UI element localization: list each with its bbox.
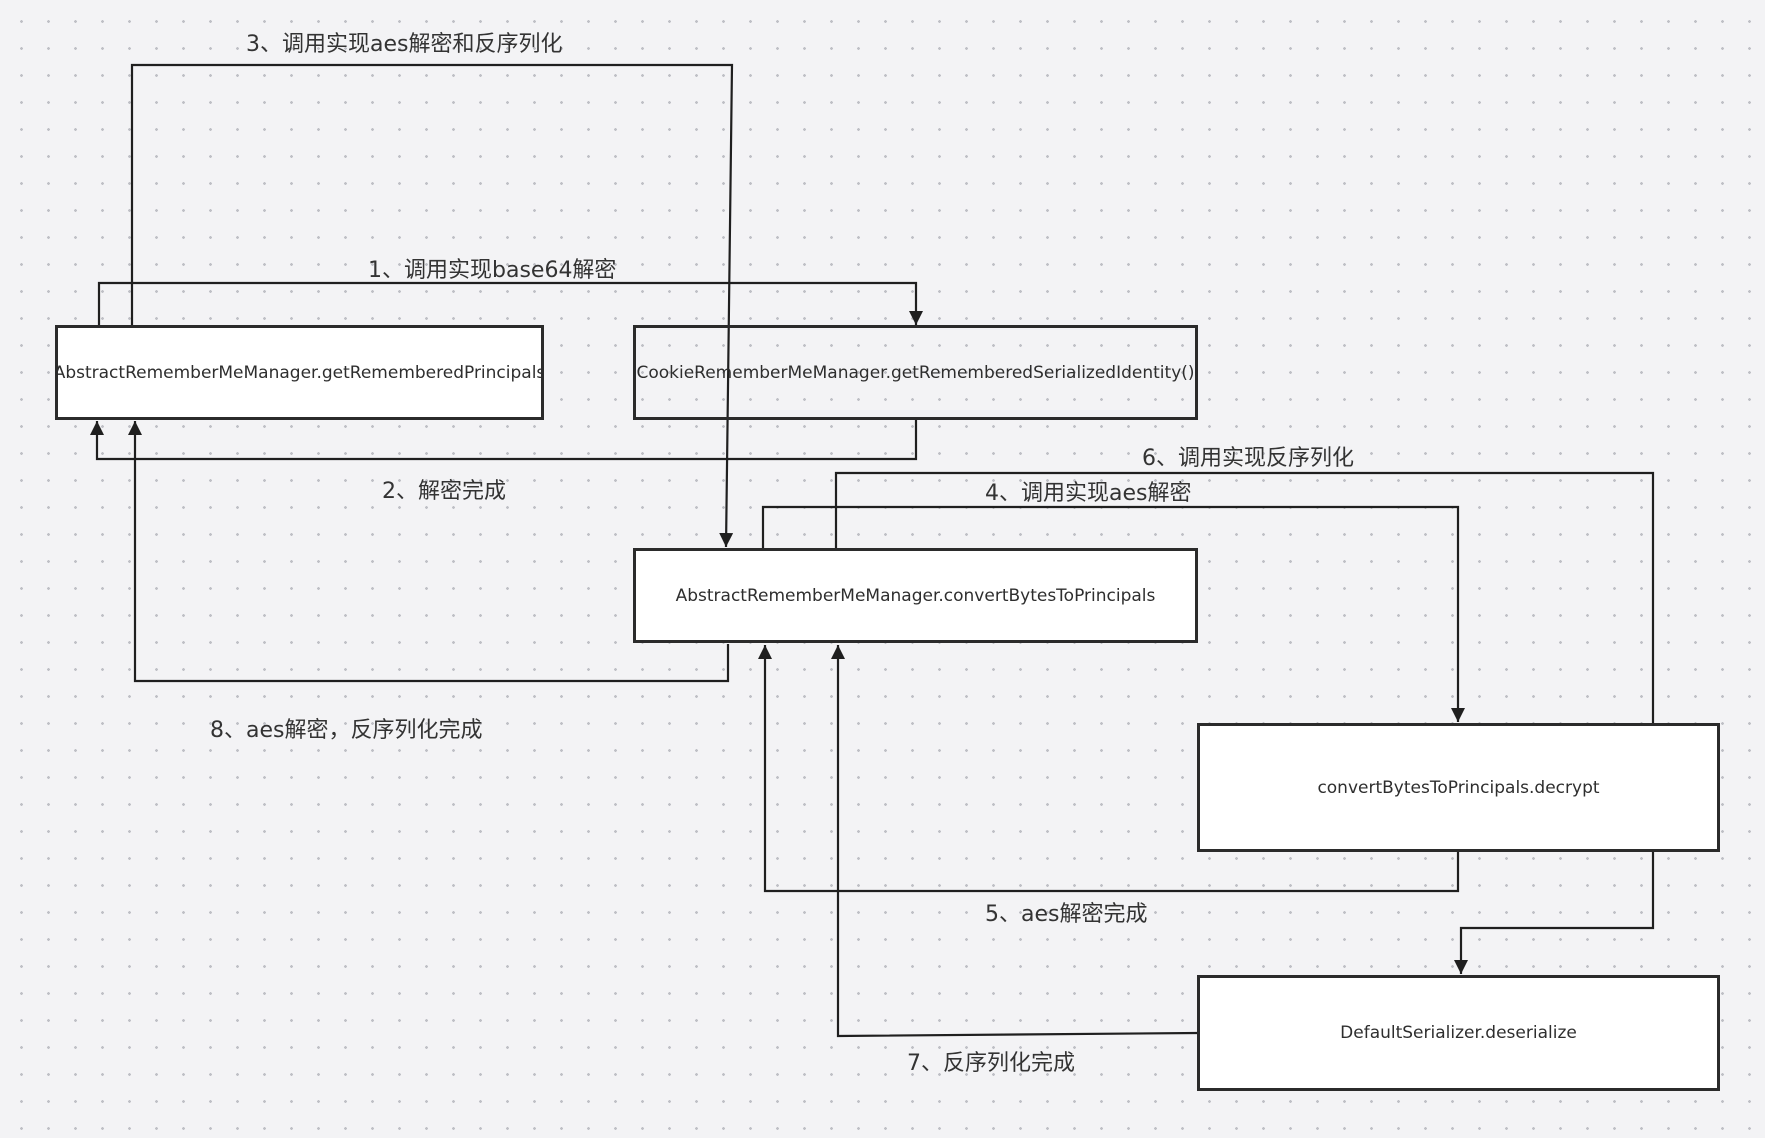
edge-step8-connector	[128, 421, 730, 683]
edge-step6-label: 6、调用实现反序列化	[1142, 446, 1354, 471]
edge-step8-label: 8、aes解密，反序列化完成	[210, 718, 483, 743]
edge-step3-label: 3、调用实现aes解密和反序列化	[246, 32, 563, 57]
node-decrypt: convertBytesToPrincipals.decrypt	[1197, 723, 1720, 852]
node-cookie-serialized-identity: CookieRememberMeManager.getRememberedSer…	[633, 325, 1198, 420]
edge-step3-connector	[130, 63, 734, 548]
edge-step4-label: 4、调用实现aes解密	[985, 481, 1192, 506]
node-decrypt-label: convertBytesToPrincipals.decrypt	[1317, 777, 1600, 798]
edge-step4-connector	[761, 505, 1465, 722]
edge-step1-connector	[97, 281, 923, 326]
edge-step7-connector	[831, 645, 1199, 1038]
edge-step1-label: 1、调用实现base64解密	[368, 258, 617, 283]
edge-step5-connector	[758, 645, 1460, 893]
node-cookie-serialized-identity-label: CookieRememberMeManager.getRememberedSer…	[636, 362, 1195, 383]
edge-step7-label: 7、反序列化完成	[907, 1051, 1075, 1076]
node-convert-bytes-to-principals-label: AbstractRememberMeManager.convertBytesTo…	[675, 585, 1156, 606]
edge-step2-connector	[90, 420, 918, 461]
edge-step6-connector	[834, 471, 1655, 974]
edge-step5-label: 5、aes解密完成	[985, 902, 1148, 927]
node-get-remembered-principals-label: AbstractRememberMeManager.getRememberedP…	[55, 362, 544, 383]
node-deserialize-label: DefaultSerializer.deserialize	[1340, 1023, 1577, 1043]
edge-step2-label: 2、解密完成	[382, 479, 506, 504]
node-convert-bytes-to-principals: AbstractRememberMeManager.convertBytesTo…	[633, 548, 1198, 643]
node-deserialize: DefaultSerializer.deserialize	[1197, 975, 1720, 1091]
node-get-remembered-principals: AbstractRememberMeManager.getRememberedP…	[55, 325, 544, 420]
